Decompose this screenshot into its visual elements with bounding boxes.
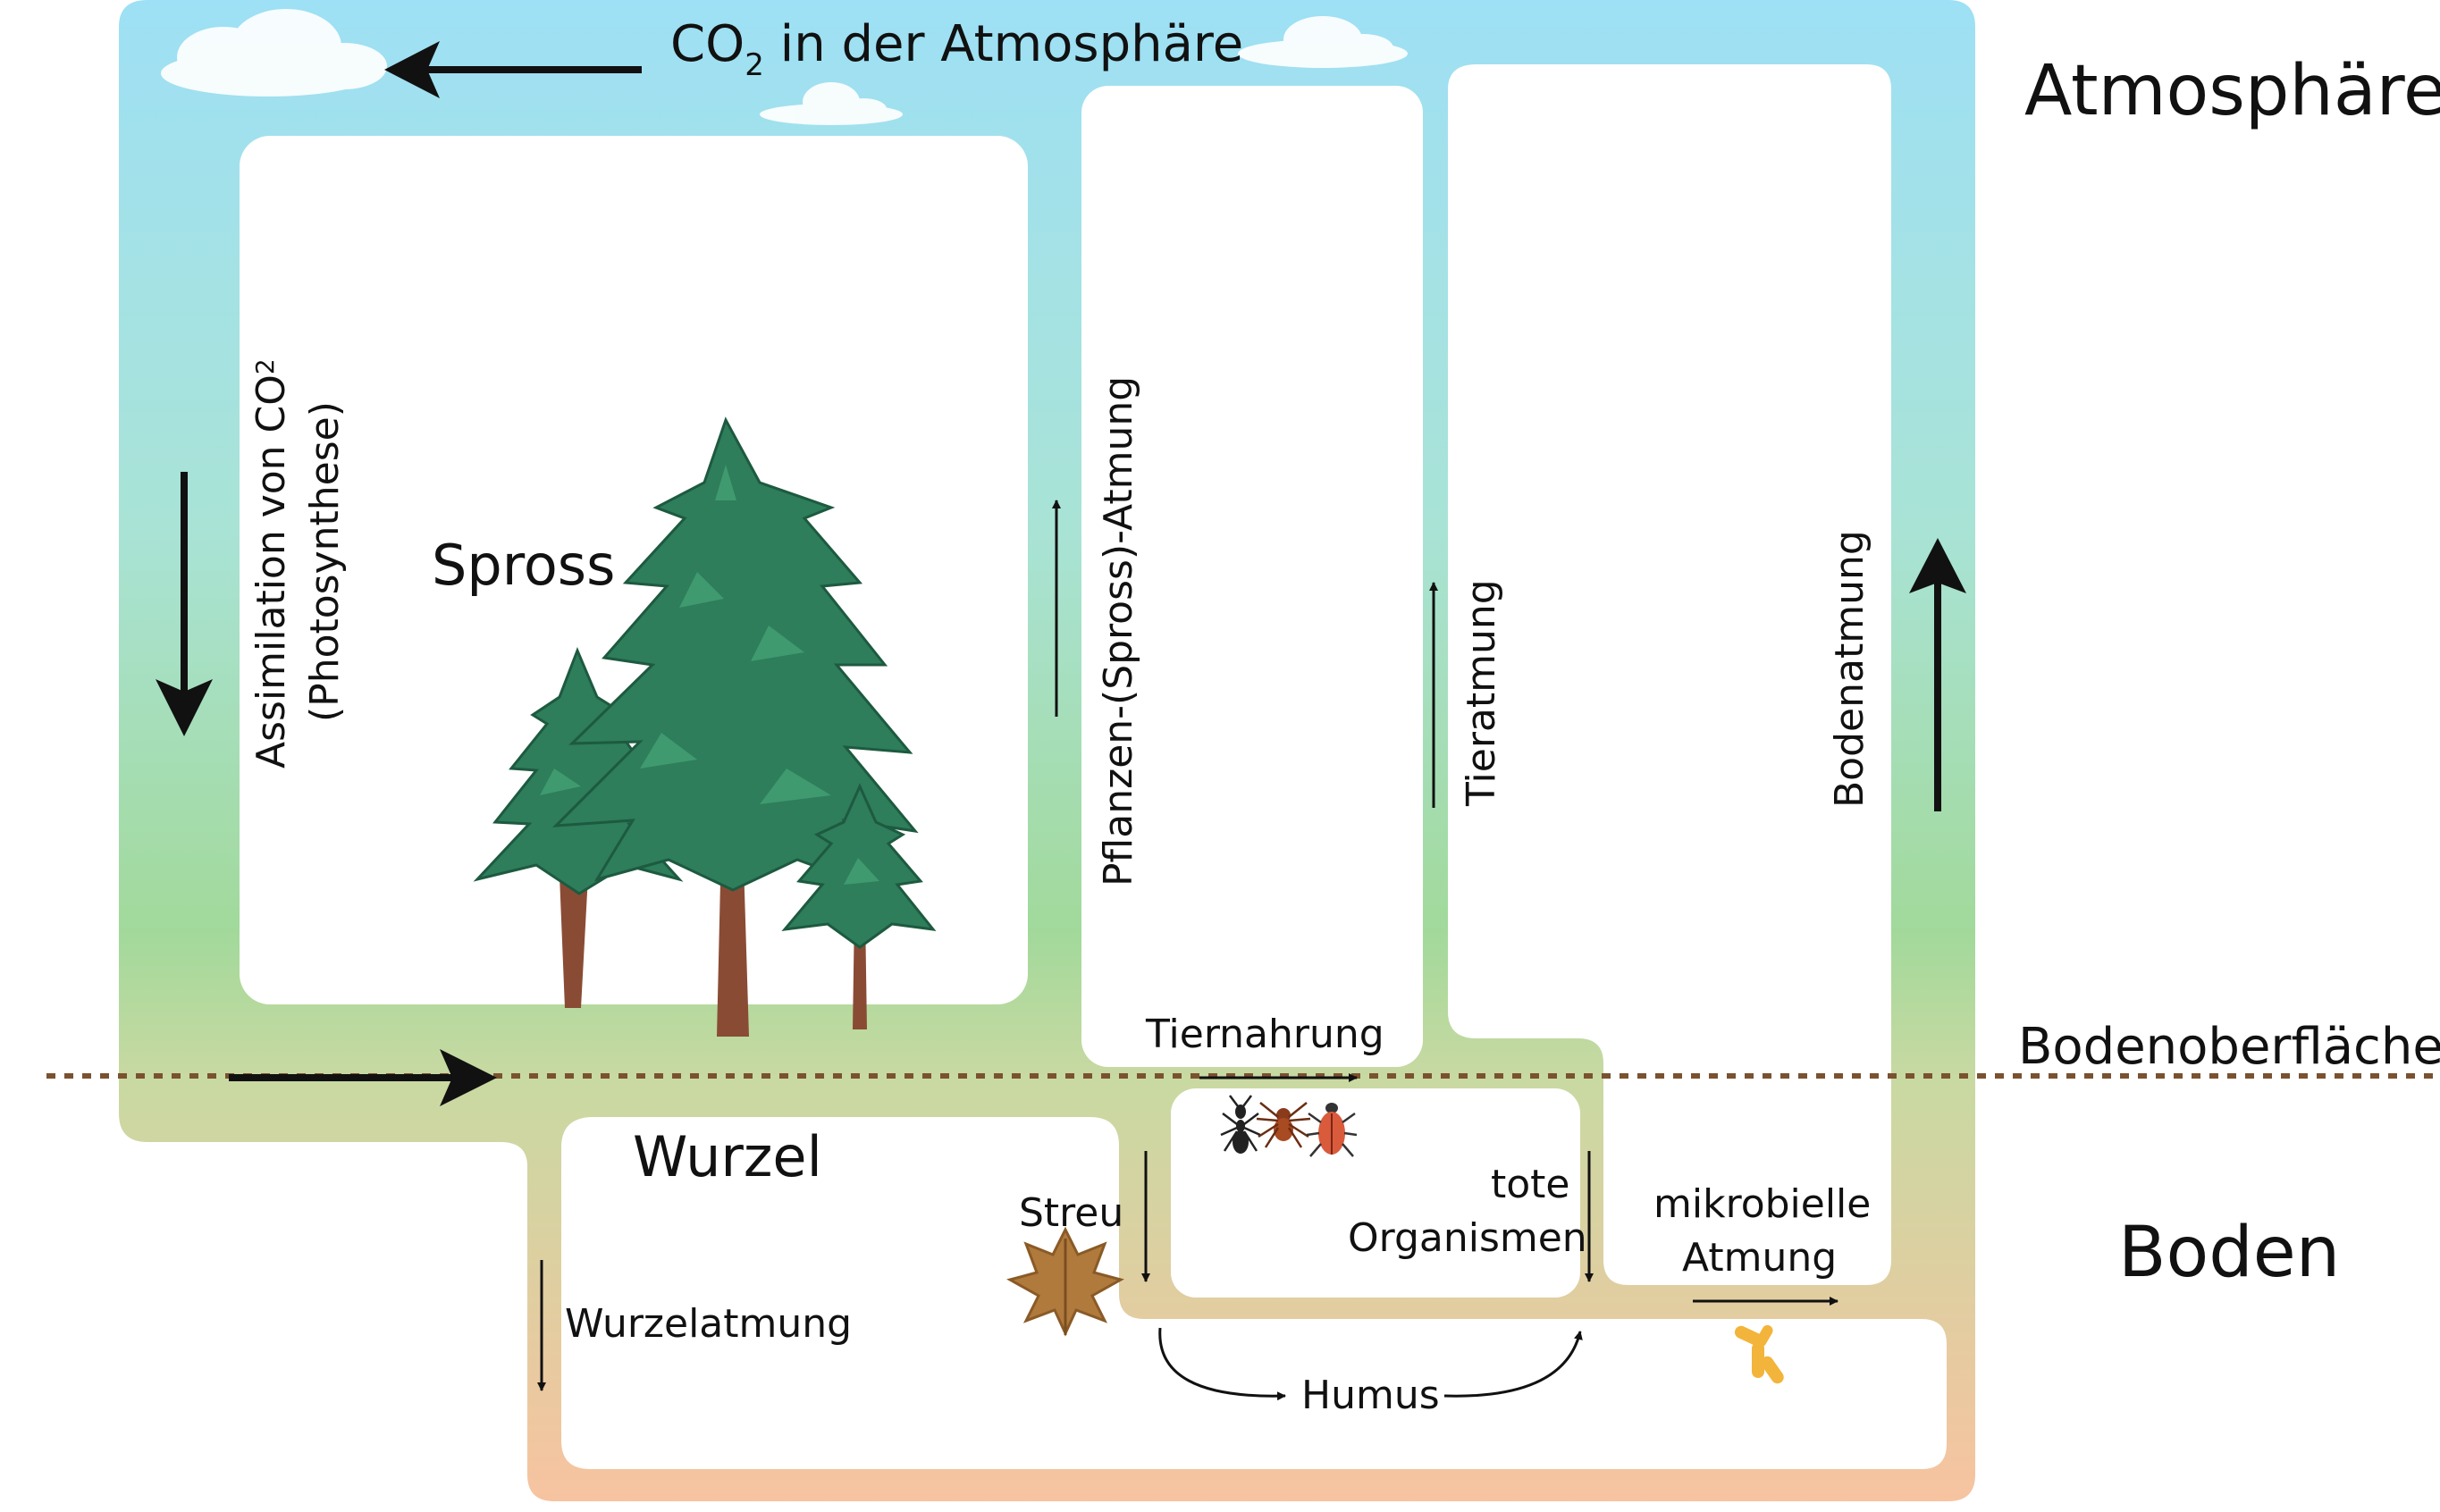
soil-respiration-arrow bbox=[1909, 538, 1966, 811]
humus-label: Humus bbox=[1301, 1373, 1440, 1418]
root-respiration-label: Wurzelatmung bbox=[565, 1301, 852, 1347]
bacteria-icon bbox=[1734, 1324, 1784, 1384]
dead-organisms-label-2: Organismen bbox=[1348, 1215, 1587, 1261]
animal-food-label: Tiernahrung bbox=[1145, 1012, 1384, 1057]
plant-respiration-label: Pflanzen-(Spross)-Atmung bbox=[1096, 376, 1141, 886]
beetle-icon bbox=[1306, 1103, 1358, 1157]
microbial-respiration-label-1: mikrobielle bbox=[1653, 1181, 1871, 1227]
root-box bbox=[561, 1117, 1947, 1469]
ant-icon bbox=[1220, 1095, 1261, 1154]
organisms-box bbox=[1171, 1088, 1580, 1298]
dead-organisms-label-1: tote bbox=[1491, 1162, 1570, 1207]
soil-surface-label: Bodenoberfläche bbox=[2018, 1018, 2440, 1076]
atmosphere-region-label: Atmosphäre bbox=[2024, 51, 2440, 131]
soil-respiration-label: Bodenatmung bbox=[1827, 530, 1872, 808]
co2-atmosphere-arrow bbox=[384, 41, 642, 98]
photosynthesis-label: (Photosynthese) bbox=[302, 401, 348, 722]
root-label: Wurzel bbox=[633, 1124, 822, 1189]
spider-icon bbox=[1256, 1102, 1311, 1148]
cloud-icon bbox=[1238, 16, 1408, 68]
litter-label: Streu bbox=[1019, 1190, 1123, 1236]
plant-respiration-box bbox=[1081, 86, 1423, 1067]
assimilation-arrow bbox=[156, 472, 213, 736]
cloud-icon bbox=[760, 82, 903, 125]
shoot-label: Spross bbox=[432, 533, 615, 598]
microbial-respiration-label-2: Atmung bbox=[1682, 1235, 1837, 1281]
humus-arrow-in bbox=[1158, 1327, 1286, 1401]
transfer-arrow bbox=[229, 1049, 497, 1106]
assimilation-label: Assimilation von CO2 bbox=[248, 358, 294, 769]
soil-respiration-box bbox=[1448, 64, 1891, 1285]
cloud-icon bbox=[161, 9, 387, 97]
tree-icon bbox=[473, 416, 937, 1037]
animal-respiration-label: Tieratmung bbox=[1459, 579, 1504, 807]
leaf-icon bbox=[1006, 1226, 1124, 1337]
soil-region-label: Boden bbox=[2118, 1213, 2340, 1293]
humus-arrow-out bbox=[1443, 1331, 1583, 1398]
co2-atmosphere-label: CO2 in der Atmosphäre bbox=[670, 15, 1243, 83]
